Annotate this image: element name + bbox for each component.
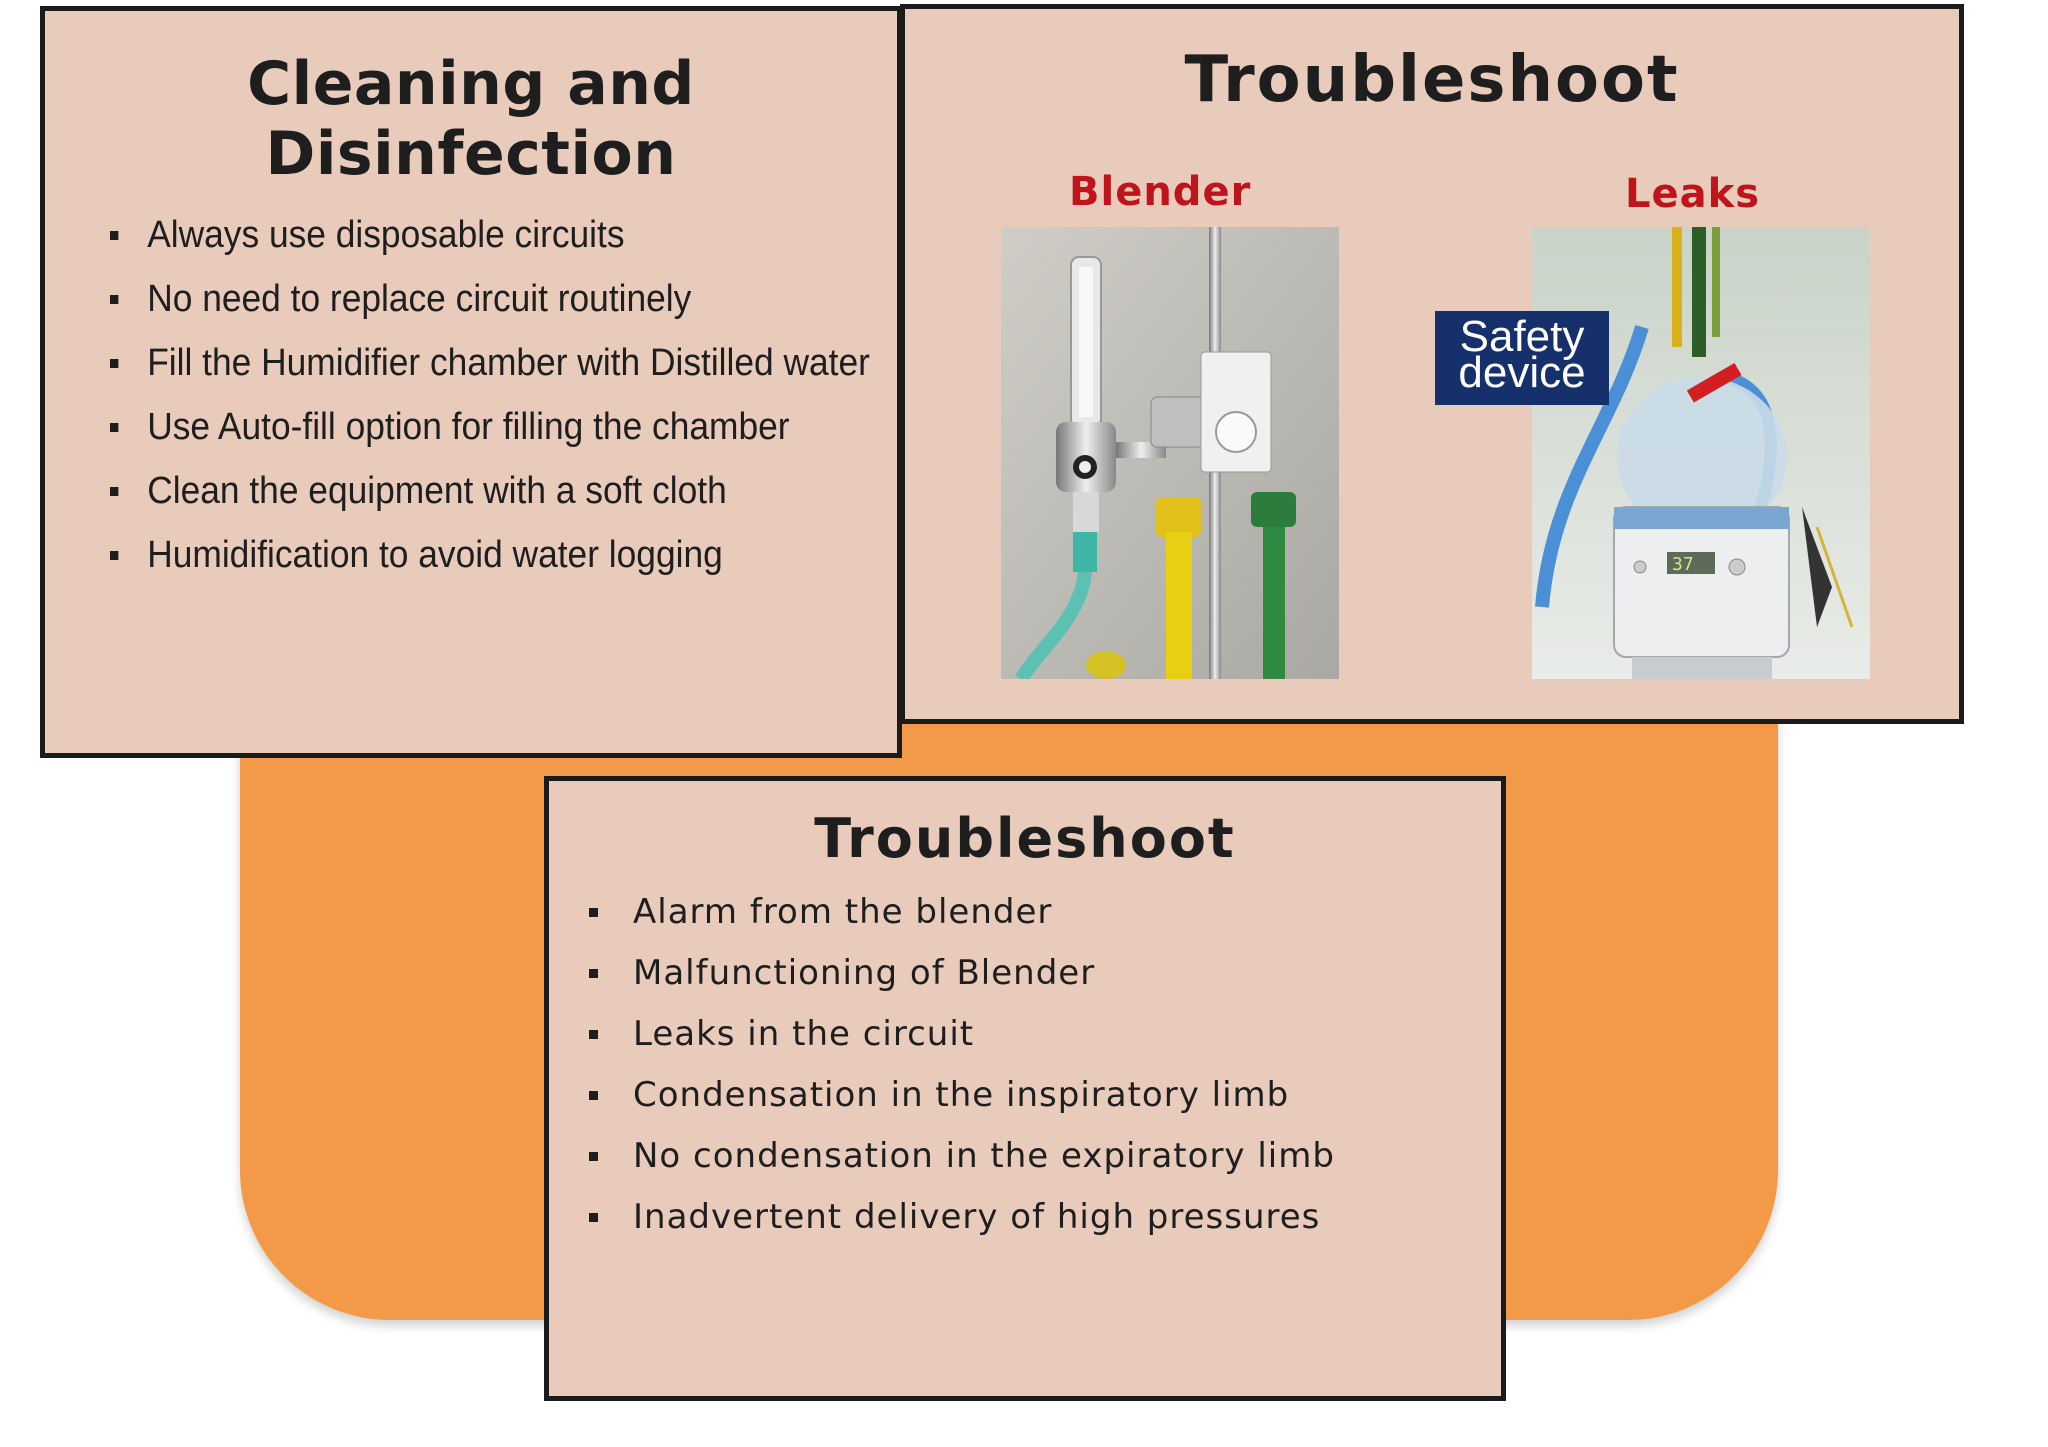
safety-tag-line1: Safety <box>1459 312 1585 361</box>
troubleshoot-list-title: Troubleshoot <box>814 807 1236 870</box>
cleaning-title: Cleaning and Disinfection <box>247 49 695 189</box>
safety-device-tag: Safety device <box>1435 311 1609 405</box>
humidifier-illustration: 37 <box>1532 227 1870 679</box>
cleaning-list: Always use disposable circuits No need t… <box>110 211 897 595</box>
troubleshoot-list: Alarm from the blender Malfunctioning of… <box>589 890 1501 1256</box>
safety-tag-line2: device <box>1458 348 1586 397</box>
list-item: No need to replace circuit routinely <box>110 275 842 339</box>
list-item: Clean the equipment with a soft cloth <box>110 467 842 531</box>
cleaning-slide: Cleaning and Disinfection Always use dis… <box>40 6 902 758</box>
list-item: Always use disposable circuits <box>110 211 842 275</box>
list-item: Humidification to avoid water logging <box>110 531 842 595</box>
list-item: Leaks in the circuit <box>589 1012 1501 1073</box>
list-item: Inadvertent delivery of high pressures <box>589 1195 1501 1256</box>
svg-text:37: 37 <box>1672 554 1694 575</box>
blender-illustration <box>1001 227 1339 679</box>
list-item: No condensation in the expiratory limb <box>589 1134 1501 1195</box>
leaks-photo: 37 <box>1532 227 1870 679</box>
blender-photo <box>1001 227 1339 679</box>
troubleshoot-images-title: Troubleshoot <box>1184 43 1680 117</box>
list-item: Use Auto-fill option for filling the cha… <box>110 403 842 467</box>
leaks-label: Leaks <box>1625 171 1761 217</box>
list-item: Fill the Humidifier chamber with Distill… <box>110 339 870 403</box>
troubleshoot-images-slide: Troubleshoot Blender Leaks <box>900 4 1964 724</box>
list-item: Alarm from the blender <box>589 890 1501 951</box>
blender-label: Blender <box>1069 169 1252 215</box>
list-item: Condensation in the inspiratory limb <box>589 1073 1501 1134</box>
list-item: Malfunctioning of Blender <box>589 951 1501 1012</box>
troubleshoot-list-slide: Troubleshoot Alarm from the blender Malf… <box>544 776 1506 1401</box>
